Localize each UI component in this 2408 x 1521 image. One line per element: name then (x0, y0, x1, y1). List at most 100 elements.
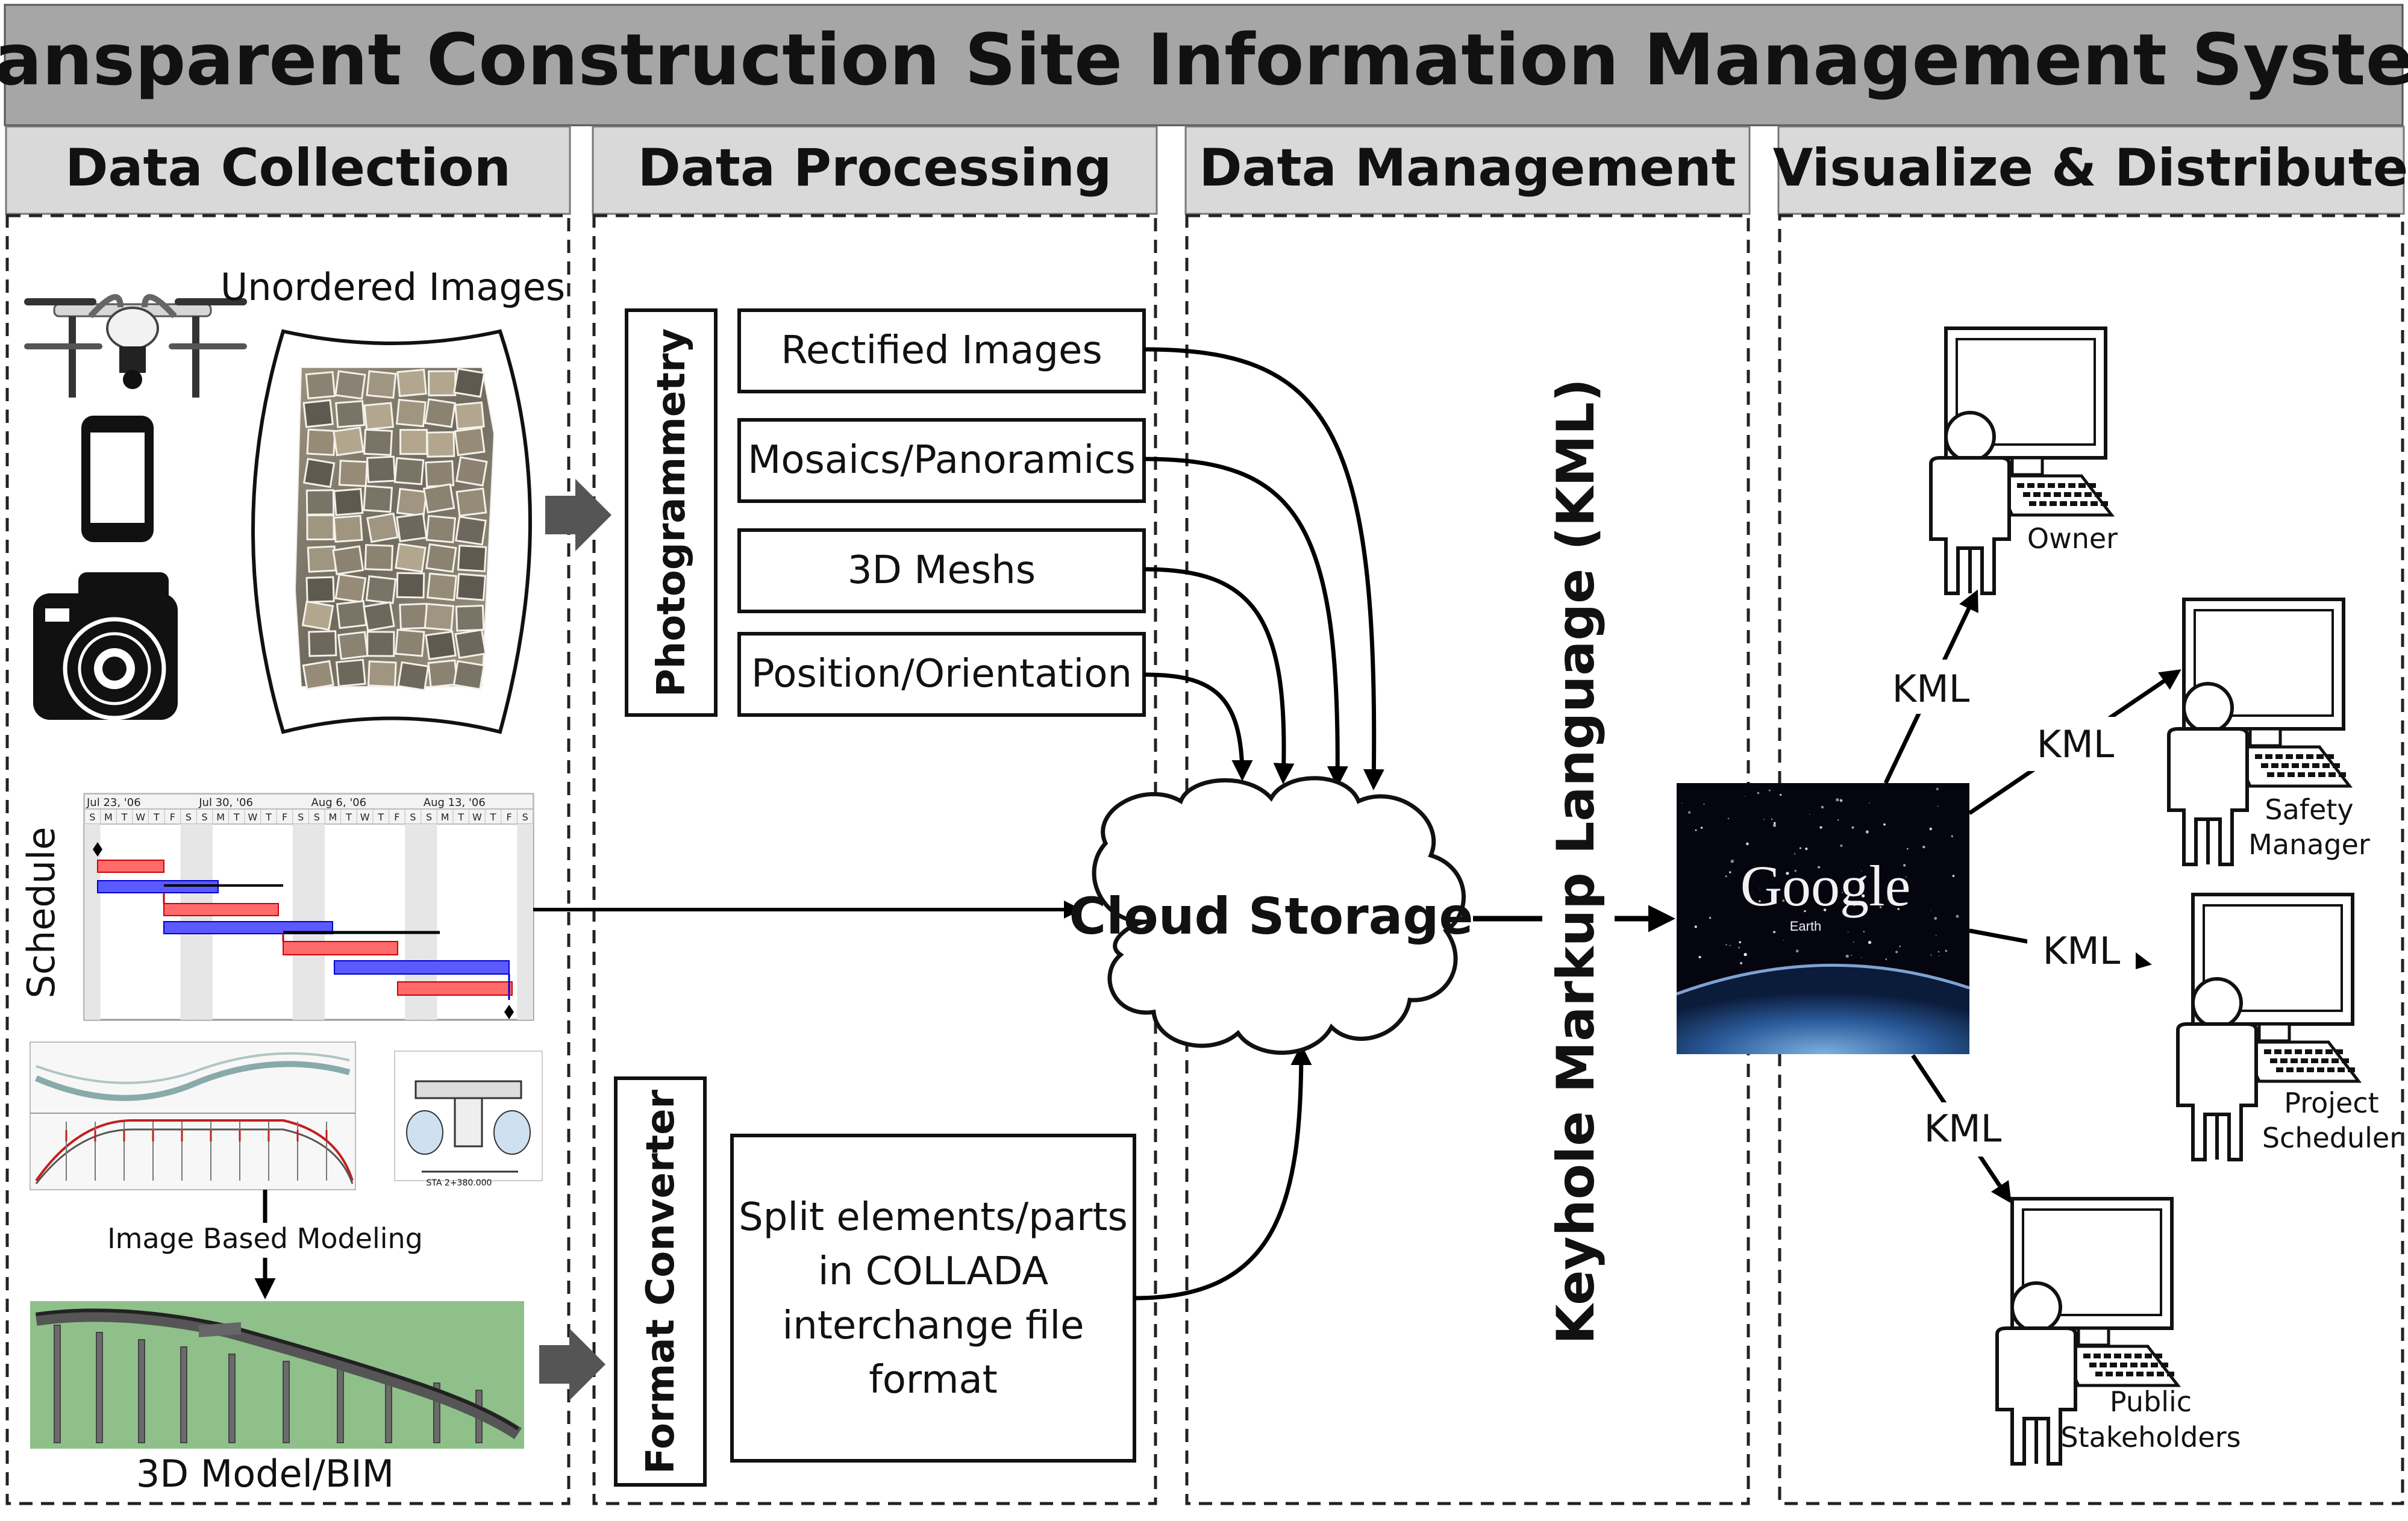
star (1795, 949, 1799, 953)
gantt-day-label: M (216, 811, 225, 823)
star (1840, 844, 1843, 848)
starfield (1681, 787, 1959, 964)
keyboard-key (2084, 492, 2092, 497)
star (1885, 958, 1887, 960)
star (1945, 949, 1948, 952)
photo-thumb (455, 573, 487, 601)
header-distribute-box (1777, 125, 2405, 215)
keyboard-key (2017, 483, 2024, 488)
keyboard-key (2307, 1067, 2314, 1072)
gantt-day-label: T (121, 811, 128, 823)
keyboard-key (2106, 1372, 2113, 1376)
keyboard-key (2070, 501, 2077, 506)
keyboard-key (2089, 1363, 2097, 1367)
collada-line-2: in COLLADA (818, 1249, 1048, 1294)
photo-thumbnails (301, 367, 488, 692)
keyboard-key (2322, 763, 2330, 768)
star (1897, 908, 1900, 911)
keyboard-key (2255, 754, 2262, 759)
star (1759, 900, 1761, 902)
keyboard-key (2083, 1354, 2091, 1358)
keyboard-key (2116, 1372, 2123, 1376)
gantt-day-label: T (490, 811, 496, 823)
star (1746, 842, 1749, 846)
keyboard-key (2167, 1372, 2174, 1376)
star (1952, 875, 1955, 878)
bim-pier (180, 1346, 187, 1443)
star (1861, 870, 1862, 872)
star (1780, 793, 1782, 796)
gantt-day-label: W (472, 811, 482, 823)
keyboard-key (2267, 772, 2274, 777)
gantt-day-label: T (153, 811, 160, 823)
photo-thumb (303, 458, 336, 489)
keyboard-key (2060, 501, 2067, 506)
keyboard-key (2291, 1058, 2298, 1063)
keyboard-key (2080, 501, 2087, 506)
owner-label: Owner (2027, 522, 2118, 555)
gantt-day-label: M (104, 811, 113, 823)
output-3d-meshs: 3D Meshs (848, 548, 1036, 593)
cad-section-drawing: STA 2+380.000 (394, 1051, 543, 1188)
keyboard-key (2302, 763, 2309, 768)
person-body-icon (2176, 1022, 2258, 1161)
kml-vertical-label: Keyhole Markup Language (KML) (1546, 378, 1606, 1345)
collada-line-4: format (869, 1358, 998, 1402)
gantt-day-label: F (394, 811, 399, 823)
gantt-day-label: T (377, 811, 384, 823)
arrow-bim-to-converter (539, 1328, 605, 1401)
keyboard-key (2130, 1363, 2137, 1367)
photo-thumb (424, 398, 456, 428)
photo-thumb (367, 660, 397, 688)
gantt-day-label: F (282, 811, 287, 823)
star (1879, 906, 1882, 908)
photo-thumb (396, 369, 427, 398)
keyboard-key (2311, 1058, 2318, 1063)
keyboard-key (2095, 492, 2102, 497)
star (1757, 792, 1760, 795)
photo-thumb (455, 604, 485, 632)
bim-pier (138, 1339, 145, 1443)
photo-thumb (396, 513, 428, 543)
star (1823, 908, 1827, 911)
star (1861, 894, 1865, 898)
keyboard-key (2054, 492, 2061, 497)
collada-box (730, 1134, 1136, 1463)
star (1739, 941, 1741, 943)
star (1687, 811, 1691, 814)
google-logo-text: Google (1740, 854, 1911, 918)
google-earth-subtext: Earth (1790, 919, 1822, 934)
header-collection: Data Collection (65, 138, 511, 198)
keyboard-icon (2230, 745, 2353, 788)
keyboard-key (2037, 483, 2045, 488)
image-based-modeling-label: Image Based Modeling (107, 1222, 423, 1255)
photo-thumb (397, 661, 430, 692)
keyboard-key (2316, 754, 2324, 759)
keyboard-key (2339, 772, 2346, 777)
arrow-rectified-to-cloud (1143, 347, 1384, 790)
safety-manager-label-1: Safety (2265, 793, 2353, 826)
keyboard-key (2312, 763, 2319, 768)
photo-thumb (393, 457, 425, 486)
gantt-day-label: W (360, 811, 370, 823)
keyboard-key (2295, 1049, 2302, 1054)
photo-thumb (363, 402, 395, 431)
keyboard-key (2265, 754, 2272, 759)
star (1794, 853, 1796, 855)
star (1863, 931, 1865, 932)
keyboard-key (2286, 754, 2293, 759)
keyboard-key (2327, 754, 2334, 759)
star (1937, 805, 1939, 807)
keyboard-key (2296, 754, 2303, 759)
star (1837, 819, 1839, 821)
keyboard-key (2029, 501, 2036, 506)
photo-thumb (454, 401, 485, 430)
photo-thumb (306, 428, 336, 456)
keyboard-key (2100, 1363, 2107, 1367)
gantt-day-label: F (506, 811, 511, 823)
person-body-icon (1929, 456, 2011, 595)
person-head-icon (2010, 1281, 2062, 1333)
keyboard-key (2306, 754, 2313, 759)
bim-pier (228, 1354, 236, 1443)
